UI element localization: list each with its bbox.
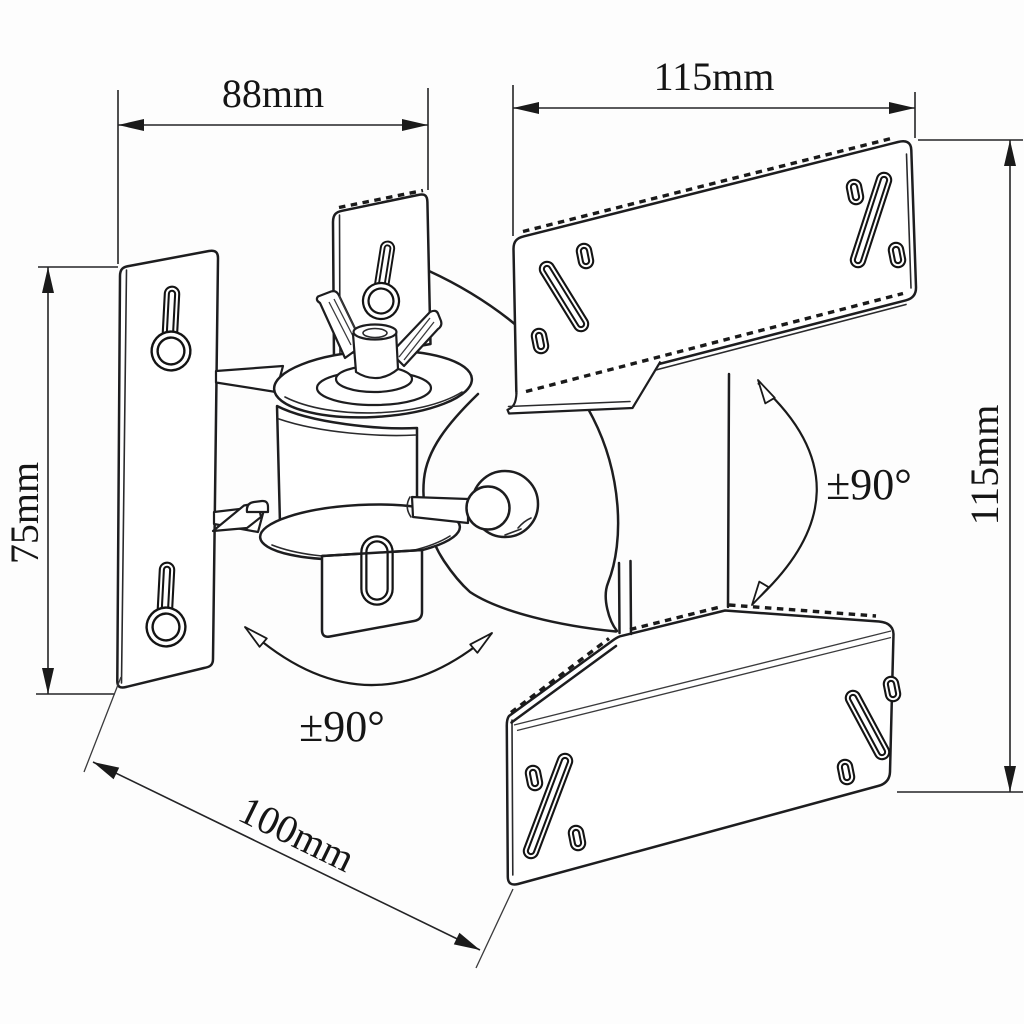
pivot-disc-inner-rim (422, 392, 618, 633)
mount-slot-lower-left (522, 752, 587, 860)
locking-knob (406, 469, 540, 539)
arrowhead (402, 119, 428, 131)
vesa-plate-lower-fold-double (510, 644, 618, 724)
tilt-arc (751, 379, 818, 606)
arrowhead (42, 668, 54, 694)
dimension-vesa-plate-height: 115mm (897, 139, 1023, 793)
web-right-edge (726, 372, 731, 609)
dimension-label-wall-height: 75mm (2, 462, 47, 564)
vesa-plate-upper-lip-edge (507, 400, 631, 408)
arrowhead (118, 119, 144, 131)
lower-arm-tab-bump (245, 499, 270, 514)
vesa-plate-lower-edge-line (511, 719, 514, 876)
mount-slot-upper-right (845, 171, 907, 269)
arrowhead (889, 102, 915, 114)
pivot-disc (422, 269, 620, 633)
pivot-disc-outer-rim (427, 269, 620, 633)
mount-slot-upper-left (530, 242, 595, 355)
swivel-arrow-right (469, 632, 493, 654)
arrowhead (1004, 140, 1016, 166)
knob-detail-arc (517, 517, 532, 529)
knob-shaft (410, 495, 470, 525)
extension-line (475, 888, 514, 969)
vesa-plate-upper-edge-line (905, 153, 912, 289)
vesa-plate-web (617, 372, 731, 636)
dimension-wall-plate-width: 88mm (117, 71, 429, 264)
wing-nut (315, 290, 443, 407)
dimension-label-arm-depth: 100mm (232, 787, 362, 881)
swivel-arc (244, 626, 493, 687)
knob-shaft-cap (406, 496, 412, 518)
lower-arm (211, 499, 462, 561)
tilt-arrow-down (751, 580, 770, 606)
wall-plate (116, 249, 220, 689)
dimension-label-vesa-height: 115mm (962, 405, 1007, 526)
arrowhead (42, 267, 54, 293)
safety-bracket (320, 535, 424, 638)
swivel-arrow-left (244, 626, 268, 648)
vesa-plate-lower (505, 609, 902, 886)
arrowhead (513, 102, 539, 114)
dimension-line (92, 761, 481, 951)
swivel-angle-label: ±90° (299, 702, 385, 751)
extension-line (83, 676, 122, 773)
vesa-plate-lower-face (505, 609, 895, 886)
wall-bracket (116, 193, 474, 689)
dimension-wall-plate-height: 75mm (2, 266, 118, 695)
wing-nut-bore (362, 327, 388, 339)
safety-bracket-top-edge (320, 548, 424, 558)
arrowhead (93, 762, 120, 780)
arrowhead (1004, 766, 1016, 792)
web-left-edge (617, 561, 621, 635)
wing-nut-barrel (351, 329, 400, 380)
pivot-cylinder-washer-line (278, 418, 417, 437)
tilt-arrow-up (757, 379, 776, 405)
vesa-plate-upper (506, 140, 918, 415)
wall-plate-edge-line (120, 269, 128, 684)
knob-front (465, 485, 511, 531)
vesa-plate-lower-crease-b (516, 636, 892, 732)
vesa-plate-lower-crease-a (513, 630, 892, 726)
arrowhead (453, 932, 480, 950)
dimension-label-wall-width: 88mm (222, 71, 324, 116)
tilt-angle-label: ±90° (826, 460, 912, 509)
mount-slot-lower-right (836, 675, 902, 786)
dimension-label-vesa-width: 115mm (654, 54, 775, 99)
upper-arm-paddle-edge (284, 391, 463, 414)
dimension-vesa-plate-width: 115mm (512, 54, 916, 236)
web-left-edge-inner (629, 559, 633, 636)
knob-detail-slot (504, 528, 522, 536)
edge-hatching (338, 135, 904, 714)
